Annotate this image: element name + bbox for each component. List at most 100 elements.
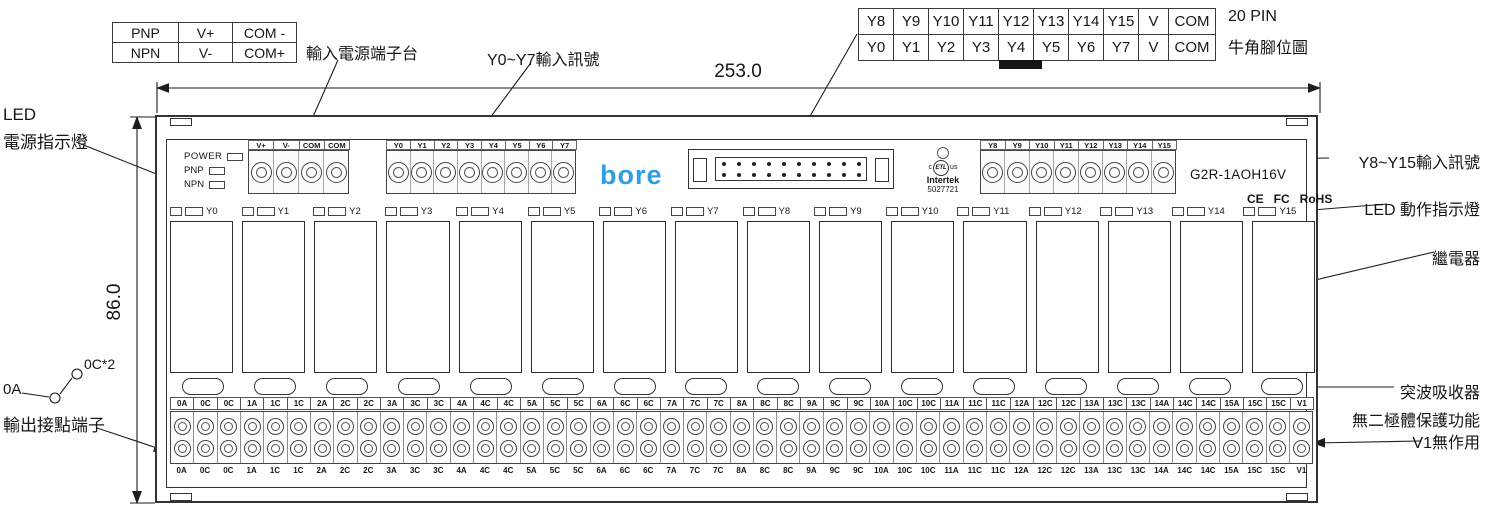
led-channel: Y4 [456,206,528,217]
resistor-icon [757,207,776,216]
terminal-label: Y5 [504,140,530,150]
surge-absorber-icon [469,378,512,395]
output-screw-terminal [334,412,358,463]
connector-key-notch [999,60,1042,69]
output-terminal-label: 5C [566,397,591,410]
screw-head-icon [1128,161,1150,183]
screw-head-icon [1006,161,1028,183]
pnp-table-cell: V+ [179,23,233,43]
led-channel: Y7 [670,206,743,217]
output-screw-terminal [311,412,335,463]
surge-absorber-icon [1045,378,1088,395]
pnp-table-cell: COM - [233,23,297,43]
screw-head-icon [982,161,1004,183]
output-terminal-label: 3A [379,397,405,410]
screw-head-icon [300,161,322,183]
output-terminal-label: 3C [426,397,451,410]
surge-absorber-icon [541,378,584,395]
output-terminal-label: 7A [659,397,685,410]
relay [170,221,234,373]
screw-terminal [1054,151,1079,193]
idc-pin-icon [766,161,771,166]
output-terminal-label: 13C [1130,466,1146,475]
screw-head-icon [173,417,191,435]
wire-entry-icon [942,440,960,458]
output-screw-terminal [917,412,941,463]
etl-us-label: us [950,164,958,172]
led-channel-label: Y4 [492,206,504,217]
wire-entry-icon [1012,440,1030,458]
wire-entry-icon [919,440,937,458]
wire-entry-icon [756,440,774,458]
output-terminal-label: 1A [239,397,265,410]
resistor-icon [399,207,418,216]
output-screw-terminal [474,412,498,463]
screw-head-icon [476,417,494,435]
surge-absorber-icon [973,378,1016,395]
output-terminal-label: 11A [939,397,965,410]
terminal-label: Y3 [457,140,482,150]
wire-entry-icon [523,440,541,458]
led-channel-label: Y9 [850,206,862,217]
output-screw-terminal [754,412,778,463]
relay-bank [170,221,1315,373]
screw-head-icon [553,161,575,183]
output-terminal-label: 12C [1037,466,1053,475]
npn-label: NPN [184,179,205,190]
power-indicator-cluster: POWER PNP NPN [184,151,244,190]
screw-terminal [1079,151,1103,193]
resistor-icon [471,207,490,216]
output-terminal-label: 14C [1200,466,1216,475]
output-terminal-label: 14C [1177,466,1193,475]
terminal-label: Y2 [433,140,459,150]
idc-pin-icon [856,161,861,166]
output-screw-terminal [870,412,894,463]
screw-terminal [1103,151,1128,193]
pin-table-caption-line1: 20 PIN [1228,8,1277,25]
output-terminal-label: 15A [1219,397,1245,410]
screw-head-icon [275,161,297,183]
mount-tab [1286,118,1308,126]
output-screw-terminal [894,412,917,463]
led-channel-label: Y0 [206,206,218,217]
output-terminal-label: 2C [333,397,358,410]
led-channel-label: Y8 [778,206,791,217]
wire-entry-icon [290,440,308,458]
relay [530,221,594,373]
output-terminal-label: 14C [1173,397,1198,410]
label-relay: 繼電器 [1431,251,1480,268]
output-terminal-label: 15C [1270,466,1286,475]
label-contact-0a: 0A [3,381,22,398]
pin-cell: Y7 [1104,35,1139,61]
screw-head-icon [663,417,681,435]
terminal-label: V- [273,140,300,150]
output-terminal-label: 6C [636,397,661,410]
output-terminal-label: 12C [1033,397,1058,410]
screw-head-icon [1030,161,1052,183]
output-screw-terminal [987,412,1011,463]
idc-pin-icon [736,161,741,166]
output-screw-terminal [358,412,381,463]
screw-head-icon [873,417,891,435]
screw-terminal [529,151,553,193]
idc-pin-icon [751,161,756,166]
output-screw-terminal [218,412,241,463]
idc-pin-icon [826,161,831,166]
wire-entry-icon [686,440,704,458]
etl-certification-mark: c ETL us Intertek 5027721 [916,147,970,195]
relay [674,221,738,373]
output-terminal-label: 8A [729,397,755,410]
output-terminal-label: 2A [316,466,327,475]
idc-pin-icon [841,161,846,166]
wire-entry-icon [663,440,681,458]
terminal-label: COM [323,140,350,150]
wire-entry-icon [779,440,797,458]
led-icon [456,207,469,216]
label-led: LED [3,105,37,124]
terminal-label: Y8 [980,140,1006,150]
output-terminal-label: 4C [496,397,521,410]
screw-head-icon [616,417,634,435]
output-terminal-label: 8A [736,466,747,475]
